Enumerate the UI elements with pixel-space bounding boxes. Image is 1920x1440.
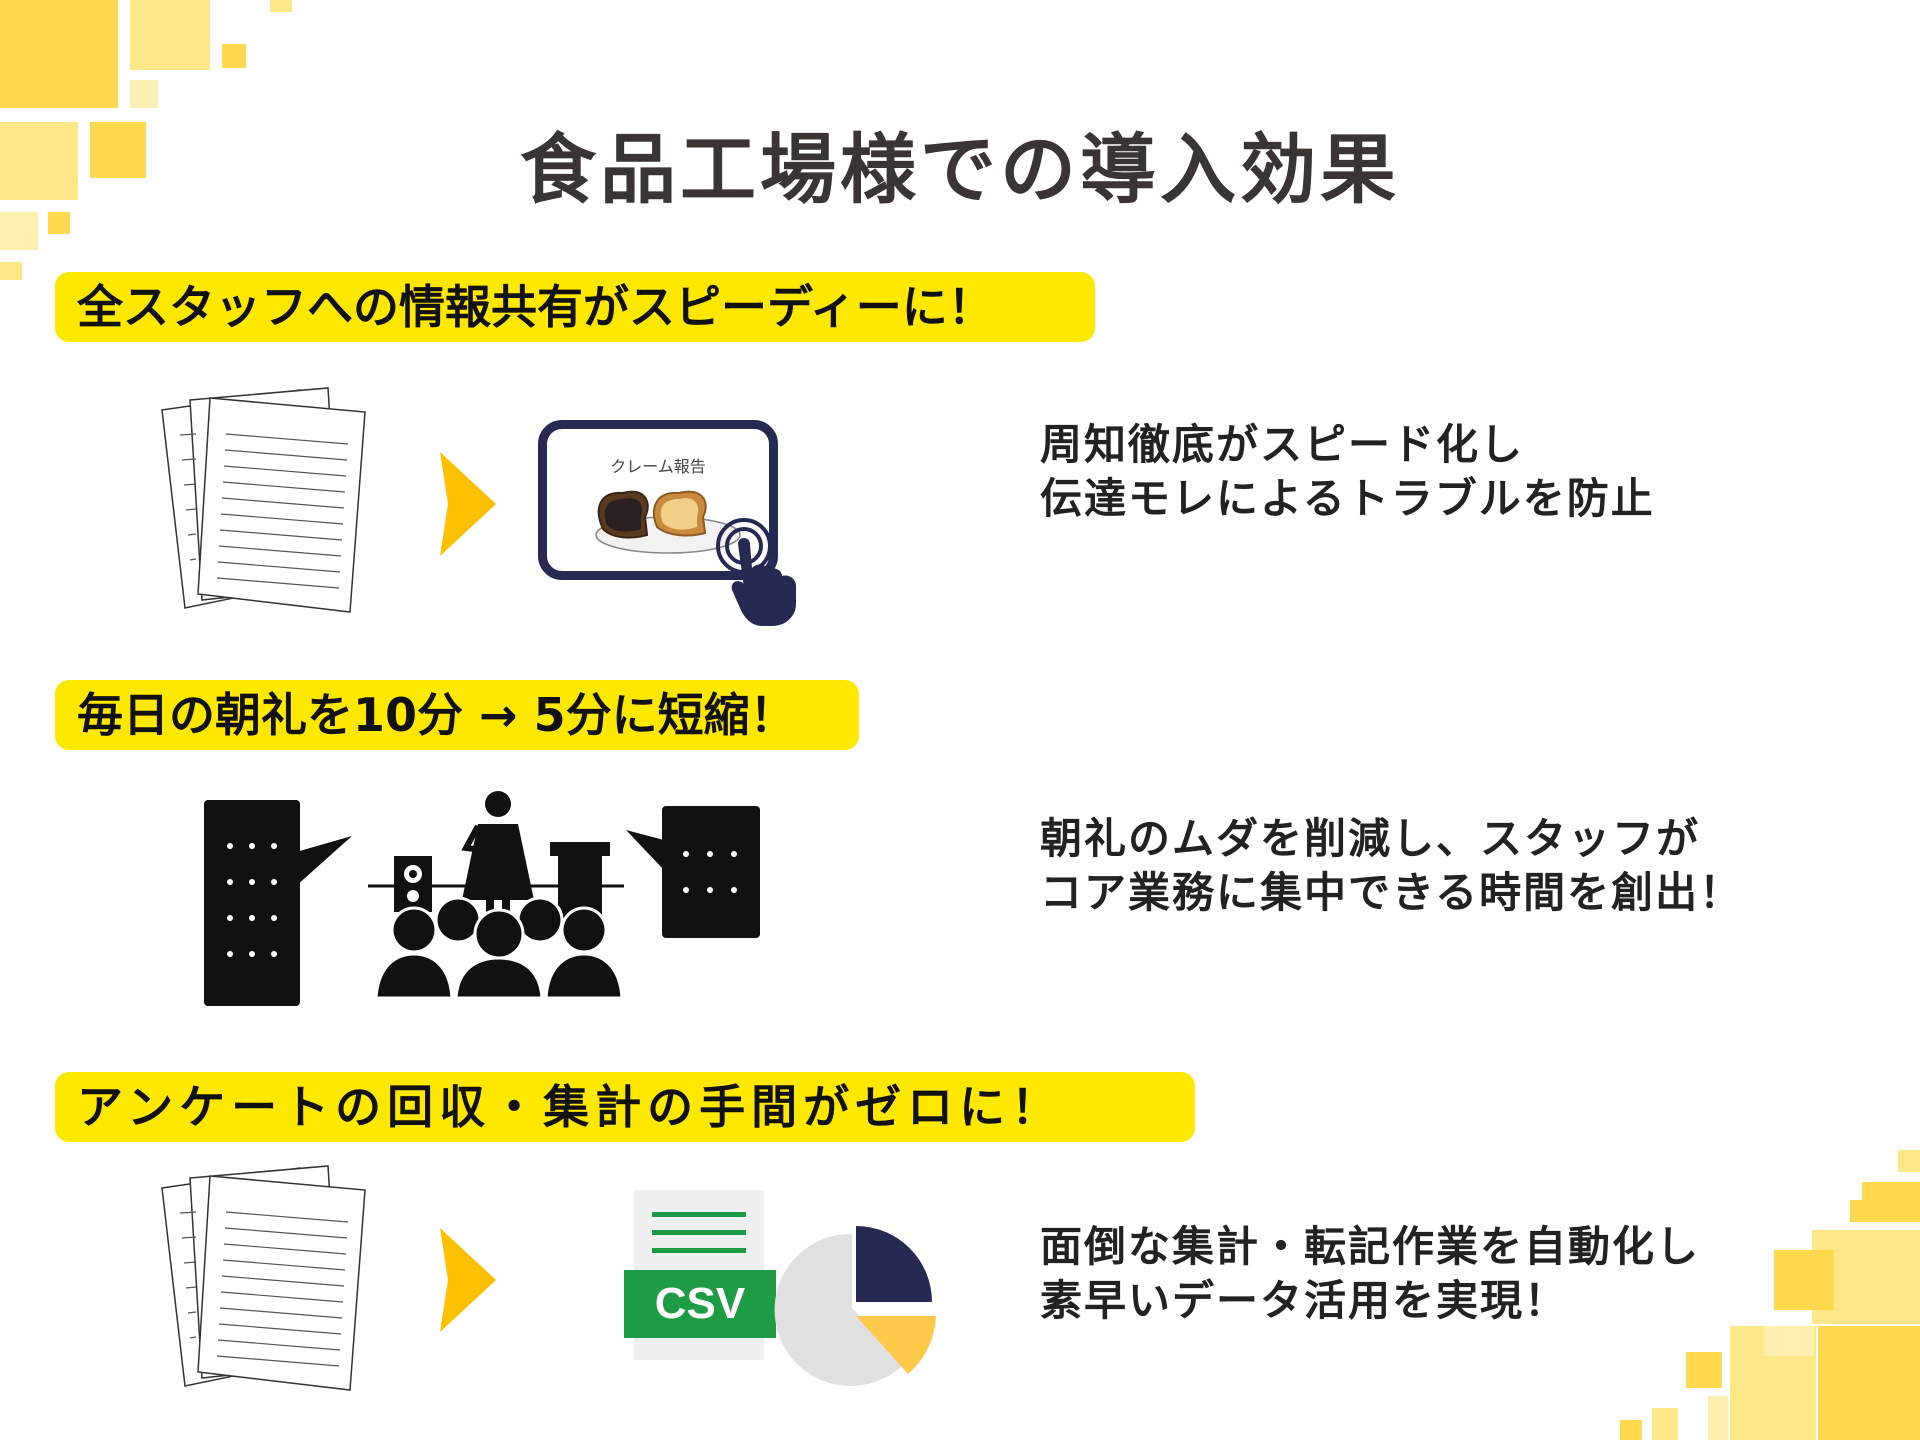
section-description: 面倒な集計・転記作業を自動化し 素早いデータ活用を実現！ <box>1040 1220 1700 1328</box>
tap-hand-icon <box>716 518 796 626</box>
arrow-right-icon <box>440 452 496 556</box>
description-line: 面倒な集計・転記作業を自動化し <box>1040 1222 1701 1271</box>
paper-stack-icon <box>161 1165 366 1391</box>
decor-square <box>1850 1200 1872 1222</box>
pie-chart-icon <box>774 1226 936 1386</box>
description-line: 伝達モレによるトラブルを防止 <box>1040 474 1655 523</box>
morning-meeting-icon <box>368 791 624 1000</box>
decor-square <box>0 212 38 250</box>
decor-square <box>48 212 70 234</box>
tablet-label: クレーム報告 <box>610 457 706 476</box>
toast-on-plate-image <box>595 490 741 554</box>
speech-bubble-left-icon <box>204 800 352 1006</box>
section-description: 周知徹底がスピード化し 伝達モレによるトラブルを防止 <box>1040 418 1655 526</box>
description-line: 周知徹底がスピード化し <box>1040 420 1525 469</box>
decor-square <box>1774 1250 1834 1310</box>
decor-square <box>0 0 118 108</box>
decor-square <box>270 0 292 12</box>
speech-bubble-right-icon <box>626 806 760 938</box>
tablet: クレーム報告 <box>538 420 778 580</box>
decor-square <box>0 262 22 280</box>
section-heading: 毎日の朝礼を10分 → 5分に短縮！ <box>55 680 859 750</box>
csv-file-icon <box>624 1190 776 1360</box>
description-line: 朝礼のムダを削減し、スタッフが <box>1040 814 1701 863</box>
decor-square <box>1620 1420 1642 1440</box>
description-line: コア業務に集中できる時間を創出！ <box>1040 868 1744 917</box>
description-line: 素早いデータ活用を実現！ <box>1040 1276 1569 1325</box>
decor-square <box>90 122 146 178</box>
paper-stack-icon <box>161 387 366 613</box>
csv-label: CSV <box>654 1279 746 1328</box>
decor-square <box>1708 1396 1728 1440</box>
decor-square <box>1818 1326 1920 1440</box>
section-heading: 全スタッフへの情報共有がスピーディーに！ <box>55 272 1095 342</box>
decor-square <box>1652 1408 1678 1440</box>
decor-square <box>1764 1326 1814 1356</box>
section-heading: アンケートの回収・集計の手間がゼロに！ <box>55 1072 1195 1142</box>
page-title: 食品工場様での導入効果 <box>520 125 1400 214</box>
section-description: 朝礼のムダを削減し、スタッフが コア業務に集中できる時間を創出！ <box>1040 812 1743 920</box>
arrow-right-icon <box>440 1228 496 1332</box>
decor-square <box>130 80 158 108</box>
decor-square <box>130 0 210 70</box>
decor-square <box>0 122 78 200</box>
decor-square <box>1686 1352 1722 1388</box>
decor-square <box>1898 1150 1920 1172</box>
decor-square <box>222 44 246 68</box>
